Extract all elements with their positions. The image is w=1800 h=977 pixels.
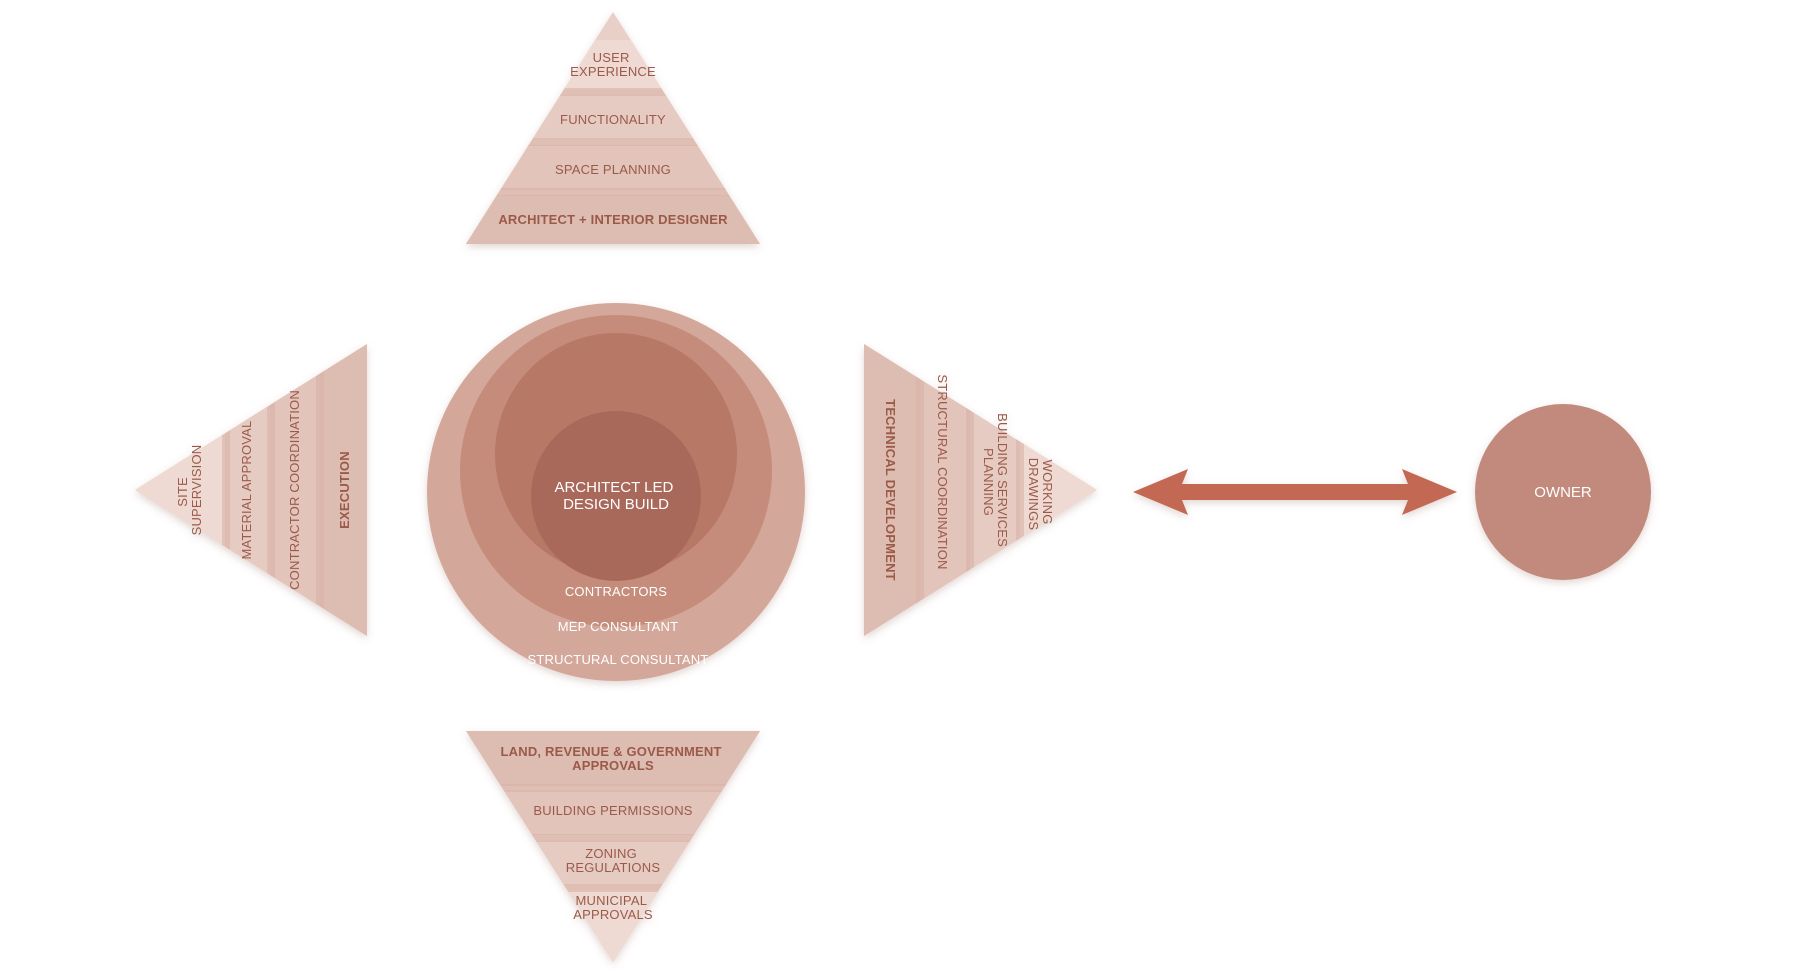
- top-tier-3-label: SPACE PLANNING: [555, 162, 671, 177]
- bottom-tier-4-label: MUNICIPAL APPROVALS: [573, 893, 653, 922]
- left-tier-divider-3: [316, 344, 324, 636]
- left-tier-4-band: [320, 344, 367, 636]
- owner-label: OWNER: [1534, 484, 1592, 501]
- bottom-tier-3-line-1: ZONING: [585, 846, 637, 861]
- top-tier-divider-1: [466, 88, 760, 96]
- left-tier-1-label: SITE SUPERVISION: [175, 445, 204, 536]
- bottom-tier-1-band: [466, 731, 760, 786]
- bottom-tier-divider-3: [466, 884, 760, 892]
- core-label: ARCHITECT LED DESIGN BUILD: [554, 479, 677, 513]
- ring-label-structural-consultant: STRUCTURAL CONSULTANT: [528, 652, 709, 667]
- top-pyramid: USER EXPERIENCE FUNCTIONALITY SPACE PLAN…: [466, 12, 760, 244]
- right-tier-divider-2: [966, 344, 974, 636]
- ring-label-contractors: CONTRACTORS: [565, 584, 667, 599]
- left-tier-2-label: MATERIAL APPROVAL: [239, 421, 254, 560]
- right-tier-4-line-1: WORKING: [1040, 460, 1055, 525]
- bottom-tier-4-line-2: APPROVALS: [573, 907, 653, 922]
- left-pyramid: SITE SUPERVISION MATERIAL APPROVAL CONTR…: [135, 344, 367, 636]
- right-tier-4-line-2: DRAWINGS: [1026, 458, 1041, 531]
- bottom-tier-4-line-1: MUNICIPAL: [576, 893, 647, 908]
- top-tier-1-line-2: EXPERIENCE: [570, 64, 656, 79]
- core-circle: [531, 411, 701, 581]
- bottom-tier-3-label: ZONING REGULATIONS: [566, 846, 661, 875]
- right-tier-divider-1: [916, 344, 924, 636]
- bottom-tier-2-label: BUILDING PERMISSIONS: [533, 803, 692, 818]
- right-pyramid: TECHNICAL DEVELOPMENT STRUCTURAL COORDIN…: [864, 344, 1097, 636]
- right-tier-4-label: WORKING DRAWINGS: [1026, 458, 1055, 531]
- left-tier-1-line-1: SITE: [175, 477, 190, 507]
- top-tier-4-label: ARCHITECT + INTERIOR DESIGNER: [498, 212, 728, 227]
- right-tier-divider-3: [1016, 344, 1024, 636]
- top-tier-2-label: FUNCTIONALITY: [560, 112, 666, 127]
- top-tier-divider-3: [466, 188, 760, 196]
- core-line-2: DESIGN BUILD: [563, 496, 669, 513]
- left-tier-3-label: CONTRACTOR COORDINATION: [287, 390, 302, 590]
- core-line-1: ARCHITECT LED: [554, 479, 673, 496]
- right-tier-1-band: [864, 344, 920, 636]
- right-tier-3-label: BUILDING SERVICES PLANNING: [981, 413, 1010, 551]
- bottom-tier-1-label: LAND, REVENUE & GOVERNMENT APPROVALS: [501, 744, 726, 773]
- right-tier-2-label: STRUCTURAL COORDINATION: [935, 374, 950, 569]
- top-tier-1-line-1: USER: [593, 50, 630, 65]
- bottom-tier-divider-2: [466, 834, 760, 842]
- bottom-tier-1-line-1: LAND, REVENUE & GOVERNMENT: [501, 744, 722, 759]
- left-tier-4-label: EXECUTION: [337, 451, 352, 529]
- left-tier-divider-1: [222, 344, 230, 636]
- bottom-tier-divider-1: [466, 784, 760, 792]
- top-tier-divider-2: [466, 138, 760, 146]
- right-tier-3-line-2: PLANNING: [981, 448, 996, 516]
- bottom-pyramid: LAND, REVENUE & GOVERNMENT APPROVALS BUI…: [466, 731, 760, 962]
- ring-label-mep-consultant: MEP CONSULTANT: [558, 619, 679, 634]
- top-tier-4-band: [466, 195, 760, 244]
- right-tier-1-label: TECHNICAL DEVELOPMENT: [883, 399, 898, 581]
- right-tier-3-line-1: BUILDING SERVICES: [995, 413, 1010, 547]
- bottom-tier-3-line-2: REGULATIONS: [566, 860, 661, 875]
- top-tier-1-label: USER EXPERIENCE: [570, 50, 656, 79]
- owner-circle: [1475, 404, 1651, 580]
- owner-node: [1475, 404, 1651, 580]
- double-arrow: [1133, 469, 1457, 515]
- center-circles: [427, 303, 805, 681]
- left-tier-1-line-2: SUPERVISION: [189, 445, 204, 536]
- double-arrow-icon: [1133, 469, 1457, 515]
- bottom-tier-1-line-2: APPROVALS: [572, 758, 654, 773]
- left-tier-divider-2: [267, 344, 275, 636]
